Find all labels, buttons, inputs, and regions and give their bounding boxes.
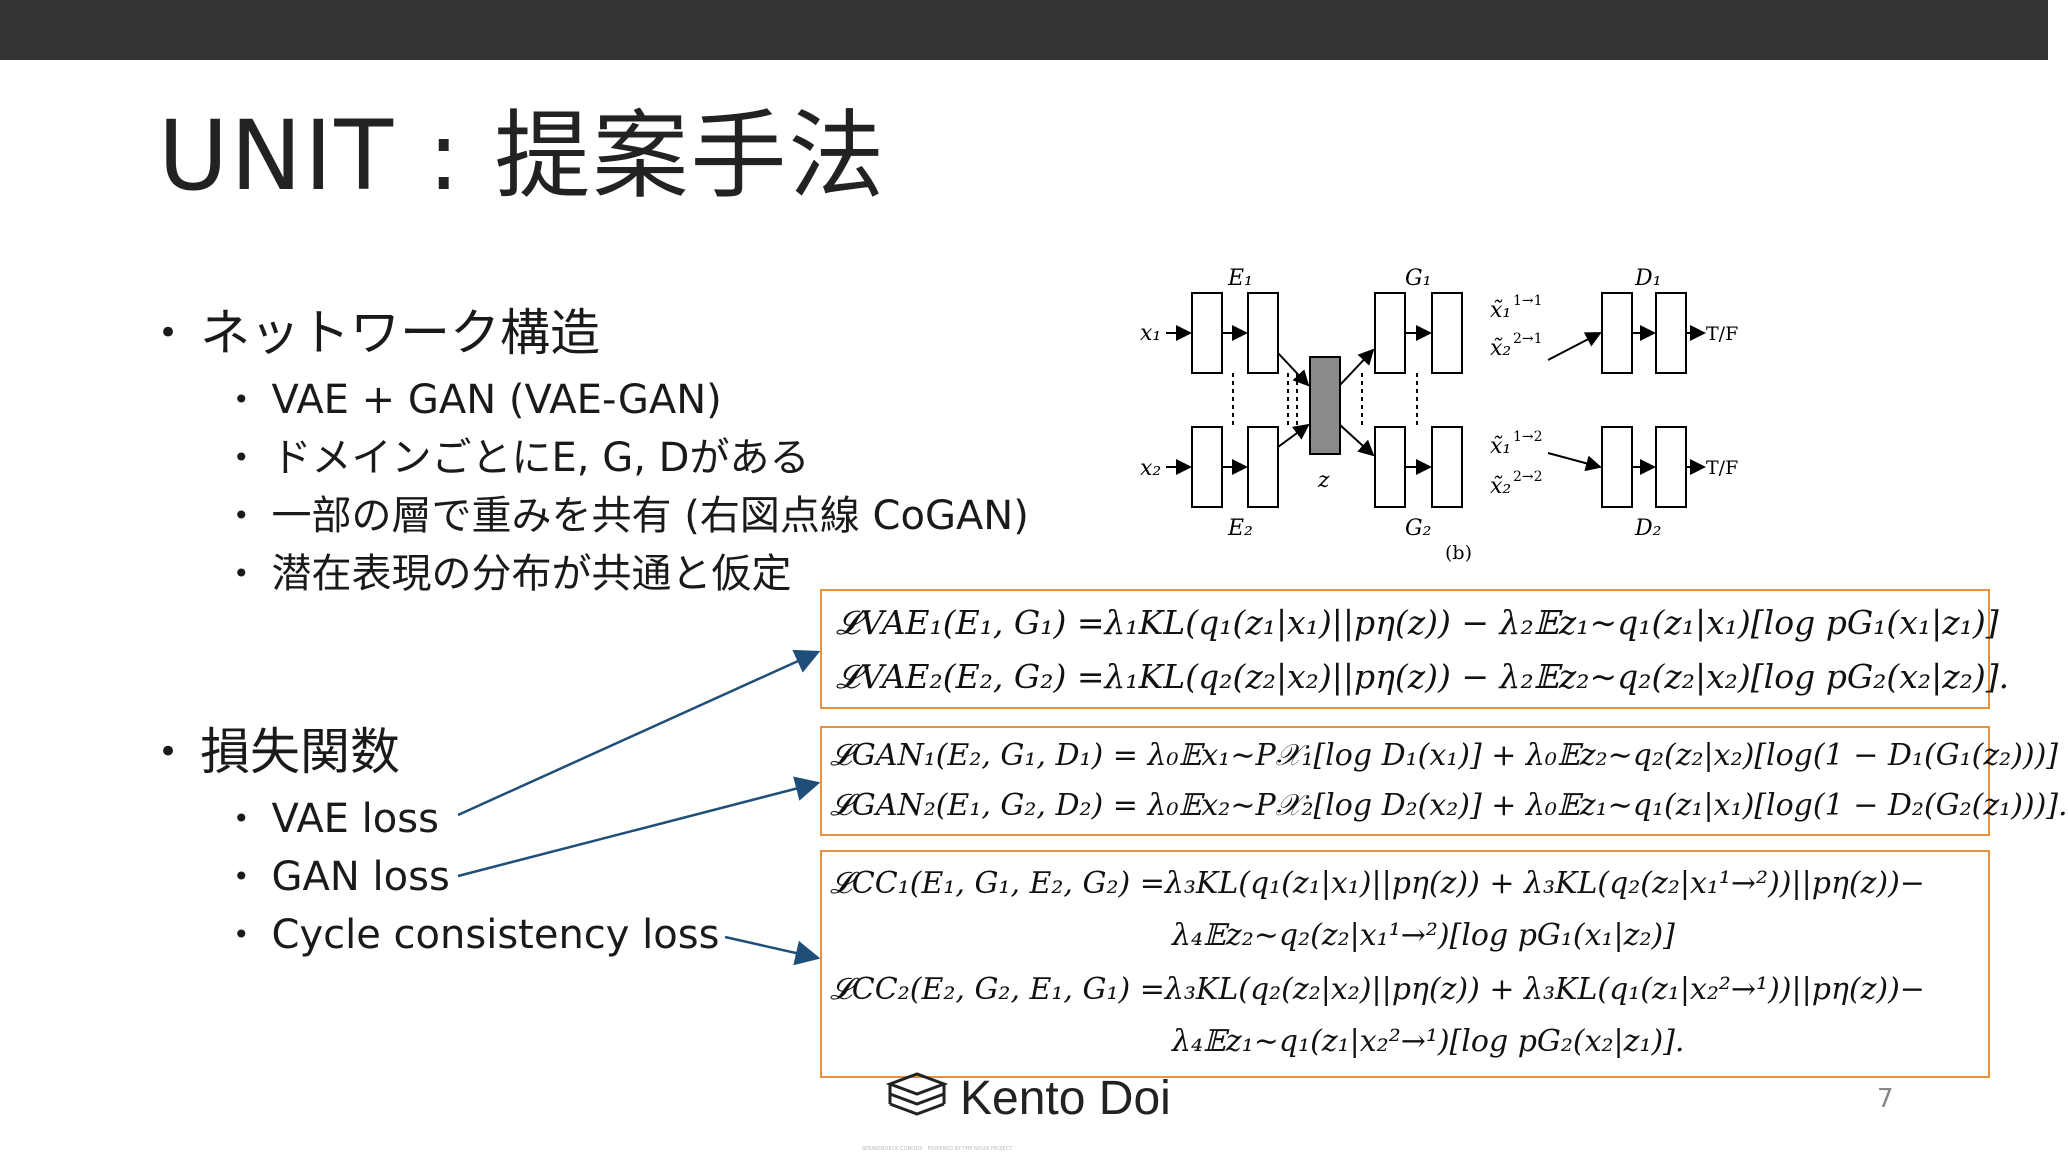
label-x12-sup: 1→2 bbox=[1513, 429, 1543, 445]
label-x2: x₂ bbox=[1140, 456, 1161, 481]
label-tf-bottom: T/F bbox=[1706, 457, 1738, 479]
label-g2: G₂ bbox=[1405, 516, 1431, 541]
vae-loss-equations: 𝓛VAE₁(E₁, G₁) =λ₁KL(q₁(z₁|x₁)||pη(z)) − … bbox=[820, 589, 2009, 709]
arrow-cycle bbox=[724, 935, 821, 966]
label-x21-sup: 2→1 bbox=[1513, 331, 1543, 347]
bullet-dot: • bbox=[233, 557, 250, 590]
label-d2: D₂ bbox=[1634, 516, 1661, 541]
section-heading-loss: 損失関数 bbox=[200, 723, 401, 781]
bullet-dot: • bbox=[233, 918, 250, 951]
label-x11: x̃₁ bbox=[1490, 298, 1511, 323]
list-item: VAE + GAN (VAE-GAN) bbox=[271, 377, 722, 423]
equation-gan2: 𝓛GAN₂(E₁, G₂, D₂) = λ₀𝔼x₂∼P𝒳₂[log D₂(x₂)… bbox=[830, 788, 2068, 823]
equation-gan1: 𝓛GAN₁(E₂, G₁, D₁) = λ₀𝔼x₁∼P𝒳₁[log D₁(x₁)… bbox=[830, 738, 2059, 773]
equation-vae1: 𝓛VAE₁(E₁, G₁) =λ₁KL(q₁(z₁|x₁)||pη(z)) − … bbox=[836, 603, 1999, 642]
label-e2: E₂ bbox=[1227, 516, 1253, 541]
label-g1: G₁ bbox=[1405, 266, 1431, 291]
equation-vae2: 𝓛VAE₂(E₂, G₂) =λ₁KL(q₂(z₂|x₂)||pη(z)) − … bbox=[836, 657, 2010, 696]
page-number: 7 bbox=[1877, 1084, 1894, 1114]
bullet-dot: • bbox=[233, 499, 250, 532]
figure-caption: (b) bbox=[1445, 542, 1472, 564]
top-bar bbox=[0, 0, 2048, 60]
slide-title: UNIT : 提案手法 bbox=[158, 100, 887, 212]
network-diagram: E₁ G₁ D₁ E₂ G₂ D₂ x₁ x₂ z T/F T/F (b) x̃… bbox=[1140, 266, 1738, 564]
bullet-dot: • bbox=[233, 802, 250, 835]
bullet-dot: • bbox=[233, 383, 250, 416]
list-item-cycle-loss: Cycle consistency loss bbox=[271, 912, 720, 958]
equation-cc2-line2: λ₄𝔼z₁∼q₁(z₁|x₂²→¹)[log pG₂(x₂|z₁)]. bbox=[1172, 1024, 1685, 1059]
bullet-dot: • bbox=[233, 441, 250, 474]
list-item: 一部の層で重みを共有 (右図点線 CoGAN) bbox=[271, 493, 1029, 539]
footer-credit: SPEAKERDECK.COM/DOI · POWERED BY THE NOU… bbox=[862, 1146, 1013, 1152]
list-item-gan-loss: GAN loss bbox=[271, 854, 450, 900]
bullet-dot: • bbox=[158, 732, 179, 772]
logo-text: Kento Doi bbox=[960, 1071, 1171, 1125]
label-d1: D₁ bbox=[1634, 266, 1661, 291]
latent-z-block bbox=[1309, 356, 1341, 455]
label-x22: x̃₂ bbox=[1490, 474, 1511, 499]
list-item: 潜在表現の分布が共通と仮定 bbox=[271, 551, 792, 597]
bullet-dot: • bbox=[233, 860, 250, 893]
equation-cc1-line2: λ₄𝔼z₂∼q₂(z₂|x₁¹→²)[log pG₁(x₁|z₂)] bbox=[1172, 918, 1675, 953]
label-x11-sup: 1→1 bbox=[1513, 293, 1543, 309]
logo-icon bbox=[885, 1072, 949, 1116]
label-x21: x̃₂ bbox=[1490, 336, 1511, 361]
arrow-vae bbox=[457, 649, 821, 817]
arrow-gan bbox=[457, 776, 821, 878]
author-logo: Kento Doi bbox=[882, 1070, 1171, 1126]
encoder-e1-layer bbox=[1247, 292, 1279, 374]
label-x12: x̃₁ bbox=[1490, 434, 1511, 459]
section-heading-network: ネットワーク構造 bbox=[200, 304, 601, 362]
generator-g2-layer bbox=[1431, 426, 1463, 508]
label-e1: E₁ bbox=[1227, 266, 1253, 291]
label-x1: x₁ bbox=[1140, 321, 1161, 346]
network-structure-list: •ネットワーク構造 •VAE + GAN (VAE-GAN) •ドメインごとにE… bbox=[158, 308, 1029, 594]
label-x22-sup: 2→2 bbox=[1513, 469, 1543, 485]
equation-cc1-line1: 𝓛CC₁(E₁, G₁, E₂, G₂) =λ₃KL(q₁(z₁|x₁)||pη… bbox=[830, 866, 1925, 901]
equation-cc2-line1: 𝓛CC₂(E₂, G₂, E₁, G₁) =λ₃KL(q₂(z₂|x₂)||pη… bbox=[830, 972, 1925, 1007]
label-z: z bbox=[1317, 468, 1330, 493]
encoder-e2-layer bbox=[1247, 426, 1279, 508]
label-tf-top: T/F bbox=[1706, 323, 1738, 345]
bullet-dot: • bbox=[158, 313, 179, 353]
gan-loss-equations: 𝓛GAN₁(E₂, G₁, D₁) = λ₀𝔼x₁∼P𝒳₁[log D₁(x₁)… bbox=[820, 726, 2068, 836]
loss-function-list: •損失関数 •VAE loss •GAN loss •Cycle consist… bbox=[158, 727, 719, 955]
generator-g1-layer bbox=[1431, 292, 1463, 374]
list-item-vae-loss: VAE loss bbox=[271, 796, 439, 842]
cycle-loss-equations: 𝓛CC₁(E₁, G₁, E₂, G₂) =λ₃KL(q₁(z₁|x₁)||pη… bbox=[820, 850, 1990, 1078]
list-item: ドメインごとにE, G, Dがある bbox=[271, 435, 810, 481]
